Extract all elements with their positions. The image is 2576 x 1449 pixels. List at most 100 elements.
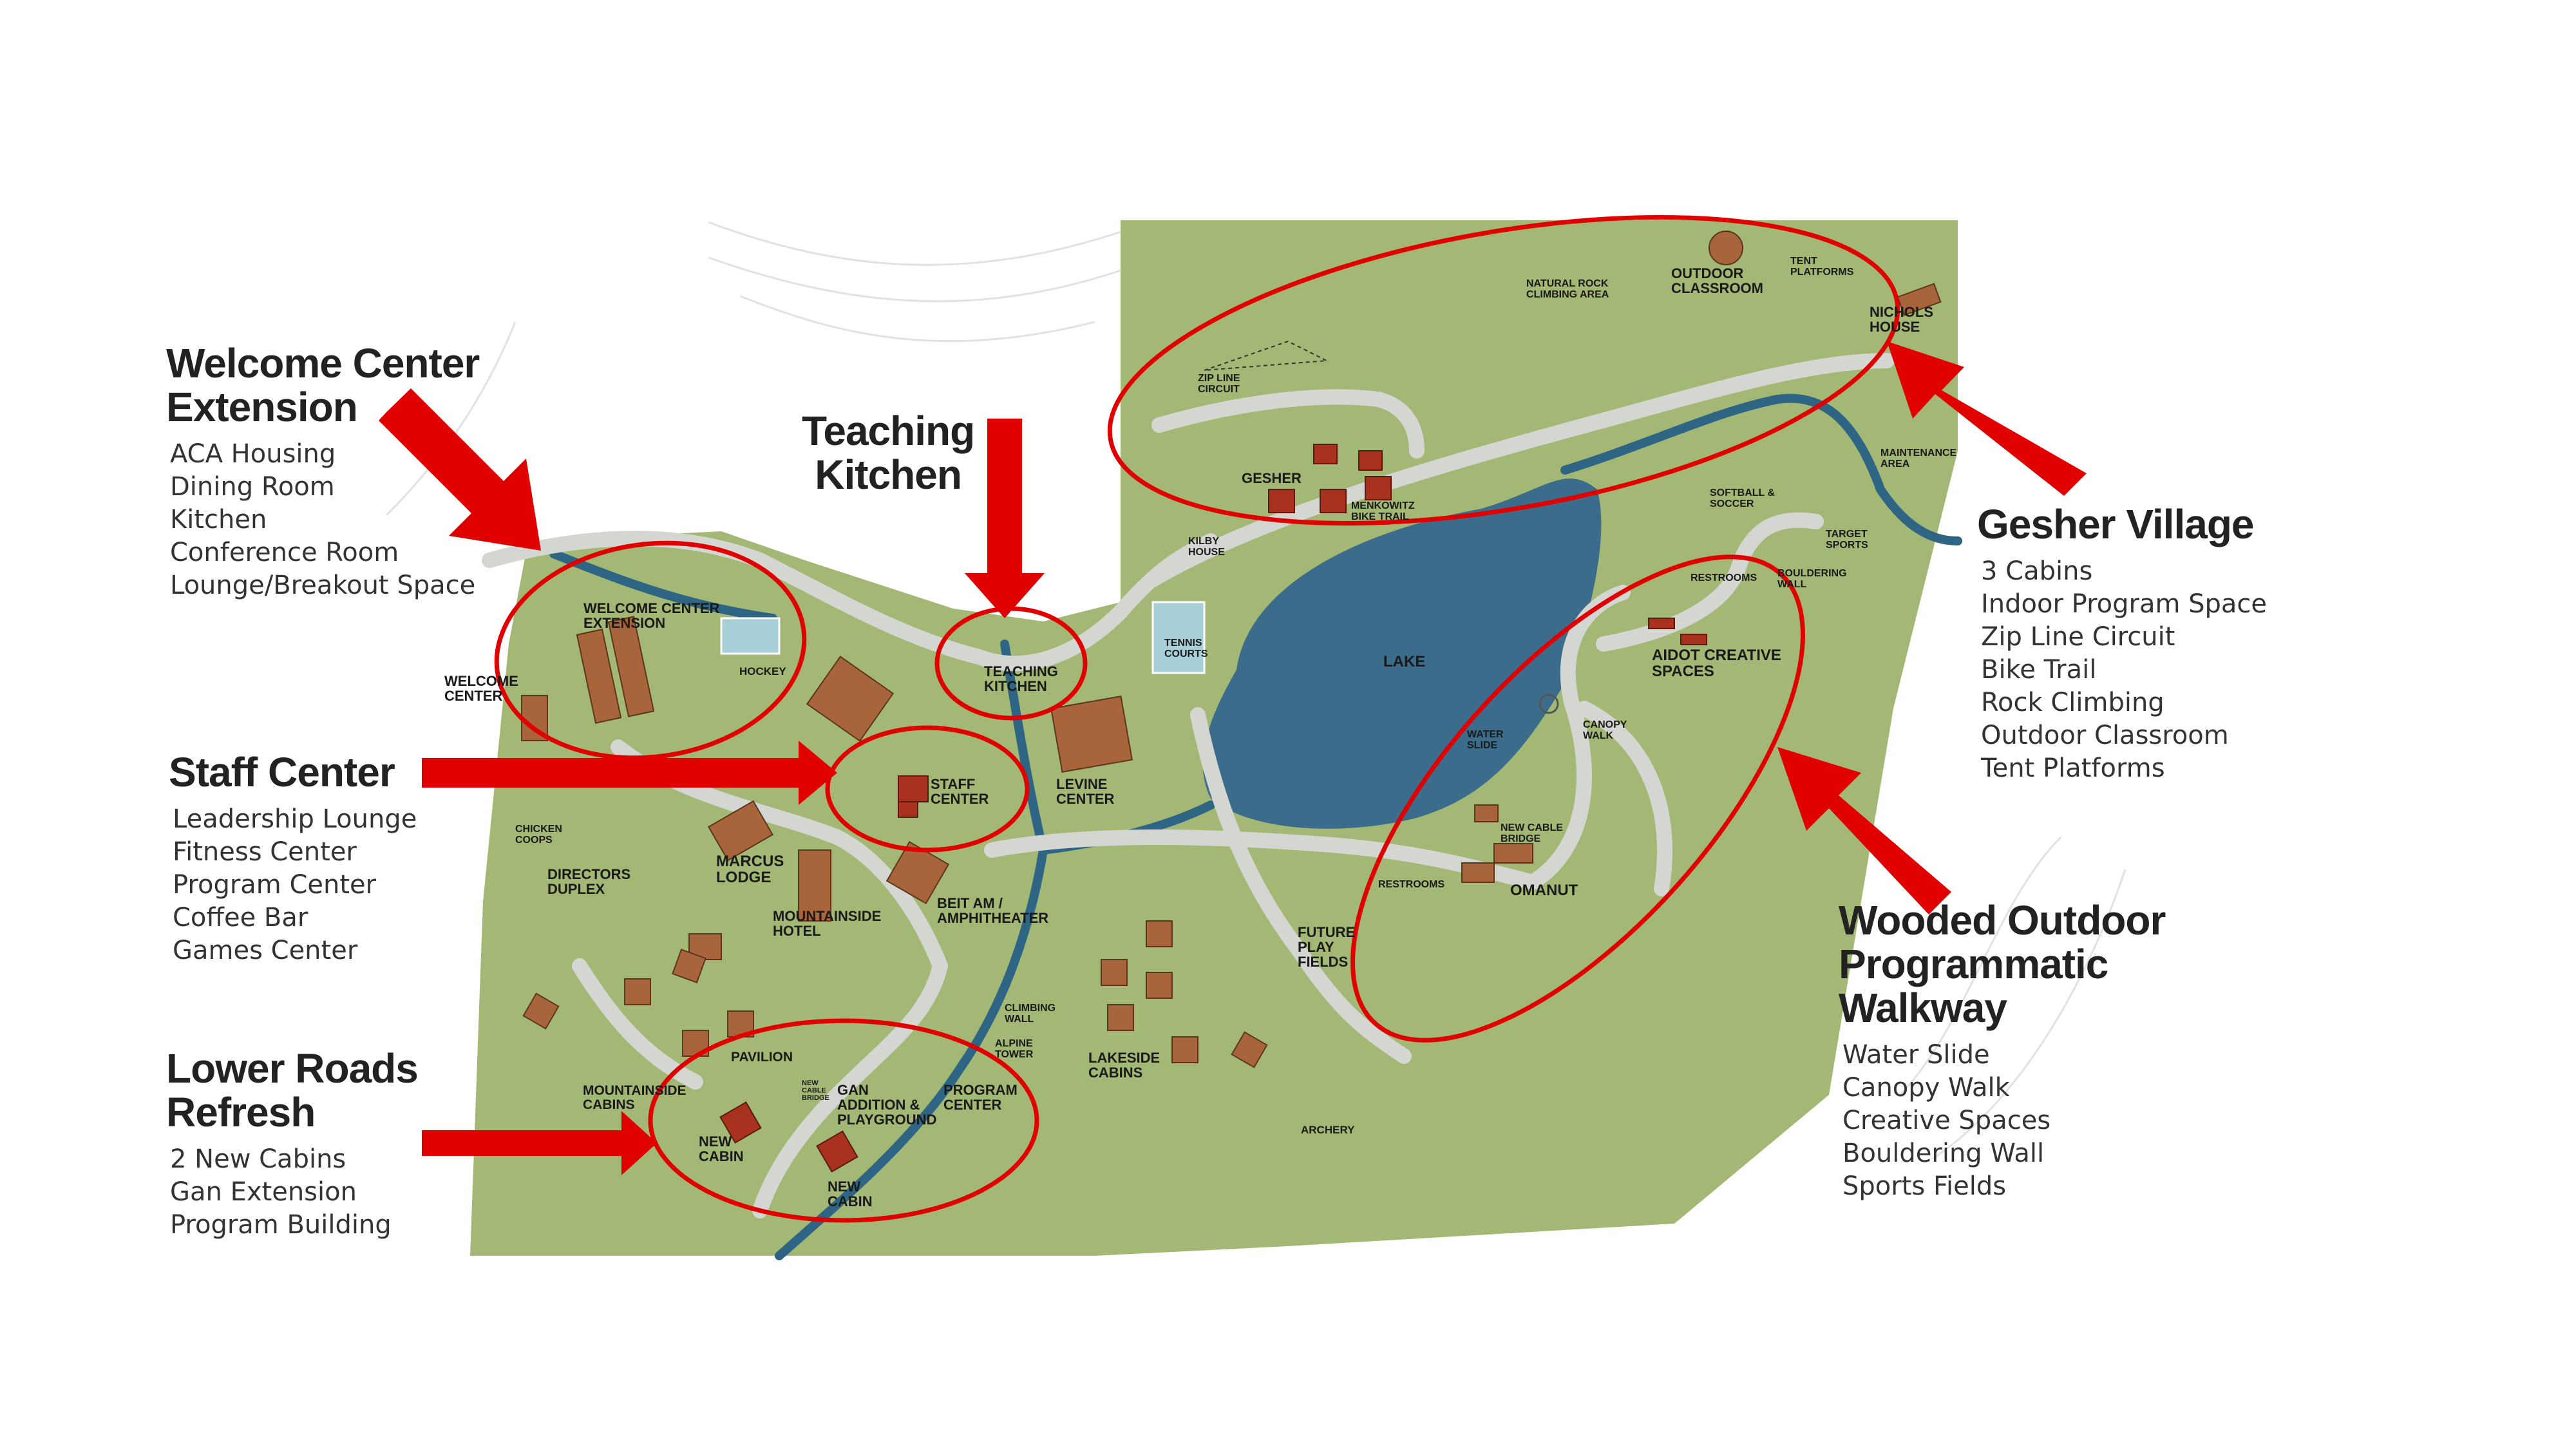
label-restrooms-up: RESTROOMS — [1690, 573, 1757, 583]
hockey-rink — [720, 617, 781, 655]
arrow-lower — [422, 1111, 657, 1175]
label-restrooms-low: RESTROOMS — [1378, 879, 1444, 890]
callout-title: Teaching Kitchen — [802, 408, 975, 498]
callout-item: Kitchen — [170, 505, 267, 535]
callout-title: Lower Roads Refresh — [166, 1045, 419, 1135]
callout-item: Coffee Bar — [173, 903, 308, 933]
callout-item: ACA Housing — [170, 439, 336, 469]
callout-item: Gan Extension — [170, 1177, 357, 1207]
highlight-gesher-village — [1107, 214, 1900, 526]
highlight-lower-roads — [648, 1018, 1039, 1223]
callout-title: Staff Center — [169, 749, 395, 795]
callout-item: Dining Room — [170, 472, 335, 502]
callout-item: Indoor Program Space — [1981, 589, 2268, 619]
label-omanut: OMANUT — [1510, 882, 1578, 899]
callout-item: Program Building — [170, 1210, 392, 1240]
label-pavilion: PAVILION — [731, 1050, 793, 1065]
buildings — [521, 283, 1942, 1068]
contour-lines — [385, 221, 2126, 1160]
callout-item: Bike Trail — [1981, 655, 2097, 685]
arrow-welcome — [379, 388, 541, 551]
callout-wooded-walkway: Wooded Outdoor Programmatic Walkway Wate… — [1839, 897, 2166, 1203]
lake — [1202, 478, 1602, 829]
callout-item: Lounge/Breakout Space — [170, 571, 476, 600]
callout-item: Program Center — [173, 870, 377, 900]
callout-item: Fitness Center — [173, 837, 357, 867]
callout-title: Gesher Village — [1977, 501, 2255, 547]
callout-item: Sports Fields — [1842, 1171, 2007, 1201]
highlight-welcome-center — [494, 540, 807, 761]
label-softball: SOFTBALL &SOCCER — [1710, 488, 1775, 509]
canopy-walk-node — [1539, 694, 1559, 714]
callout-teaching-kitchen: Teaching Kitchen — [802, 408, 975, 498]
arrow-gesher — [1887, 341, 2087, 496]
callout-item: Rock Climbing — [1981, 688, 2164, 717]
label-hockey: HOCKEY — [739, 665, 786, 677]
callout-item: Outdoor Classroom — [1981, 721, 2229, 750]
arrow-wooded — [1777, 747, 1951, 914]
label-gesher: GESHER — [1242, 470, 1302, 486]
zip-line-triangle — [1204, 340, 1329, 371]
callout-item: Games Center — [173, 936, 358, 965]
highlight-wooded-walkway — [1350, 554, 1805, 1043]
label-archery: ARCHERY — [1301, 1124, 1355, 1136]
callout-title: Wooded Outdoor Programmatic Walkway — [1839, 897, 2166, 1031]
label-beit-am: BEIT AM /AMPHITHEATER — [937, 895, 1048, 926]
callout-title: Welcome Center Extension — [166, 340, 480, 430]
callout-item: Water Slide — [1842, 1040, 1990, 1070]
highlight-staff-center — [825, 725, 1030, 853]
callout-item: 2 New Cabins — [170, 1144, 346, 1174]
callout-item: Leadership Lounge — [173, 804, 417, 834]
label-lake: LAKE — [1383, 653, 1425, 670]
callout-item: 3 Cabins — [1981, 556, 2093, 586]
callout-item: Conference Room — [170, 538, 399, 567]
callout-item: Zip Line Circuit — [1981, 622, 2175, 652]
outdoor-classroom-pavilion — [1709, 231, 1743, 265]
callout-item: Bouldering Wall — [1842, 1139, 2045, 1168]
arrow-staff — [422, 741, 837, 805]
